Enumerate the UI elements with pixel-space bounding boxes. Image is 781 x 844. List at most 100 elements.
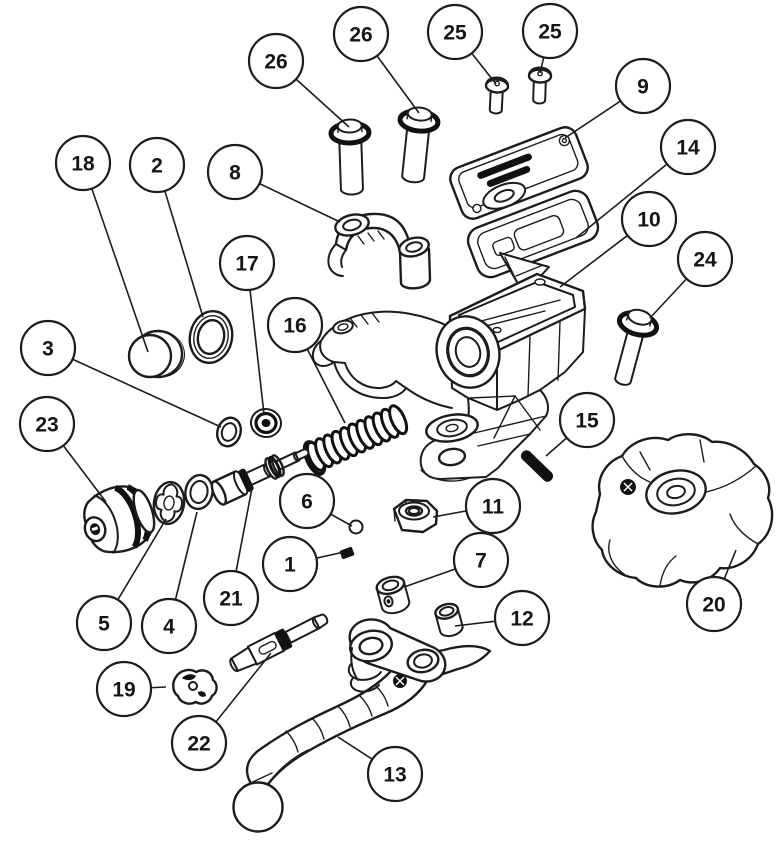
part-26-clamp-bolt: [331, 119, 372, 195]
callout-14: 14: [659, 118, 717, 176]
callout-17: 17: [218, 234, 276, 292]
callout-circle: [614, 57, 672, 115]
callout-number: 18: [71, 153, 95, 176]
callout-25: 25: [426, 3, 484, 61]
callout-circle: [426, 3, 484, 61]
callout-circle: [366, 745, 424, 803]
callout-20: 20: [685, 575, 743, 633]
callout-number: 24: [693, 249, 717, 272]
part-3-washer: [215, 416, 243, 448]
callout-25: 25: [521, 2, 579, 60]
part-22-pushrod: [229, 613, 329, 673]
callout-13: 13: [366, 745, 424, 803]
callout-3: 3: [19, 319, 77, 377]
callout-22: 22: [170, 714, 228, 772]
callout-circle: [54, 134, 112, 192]
callout-layer: 1234567891011121314151617181920212223242…: [18, 2, 743, 803]
part-5-star-washer: [152, 480, 186, 526]
part-12-spacer-sleeve: [434, 602, 464, 638]
callout-number: 16: [283, 315, 306, 338]
callout-5: 5: [75, 594, 133, 652]
callout-circle: [202, 569, 260, 627]
part-4-o-ring: [184, 473, 214, 511]
callout-number: 7: [475, 550, 487, 573]
callout-15: 15: [558, 391, 616, 449]
callout-26: 26: [247, 32, 305, 90]
callout-number: 14: [676, 137, 700, 160]
callout-21: 21: [202, 569, 260, 627]
part-25-cap-screw: [483, 75, 510, 116]
cap-embossed-text-line: [486, 165, 531, 187]
callout-number: 1: [284, 554, 296, 577]
callout-circle: [521, 2, 579, 60]
parts-layer: [83, 65, 774, 833]
callout-2: 2: [128, 136, 186, 194]
part-16-return-spring: [302, 404, 409, 476]
part-21-piston: [210, 448, 310, 506]
leader-line-18: [82, 162, 149, 353]
callout-circle: [266, 296, 324, 354]
callout-23: 23: [18, 395, 76, 453]
cap-embossed-text-line: [477, 153, 532, 179]
callout-19: 19: [95, 660, 153, 718]
callout-circle: [452, 531, 510, 589]
callout-number: 11: [482, 496, 505, 519]
callout-circle: [218, 234, 276, 292]
callout-4: 4: [140, 597, 198, 655]
callout-number: 25: [538, 21, 562, 44]
callout-circle: [206, 143, 264, 201]
callout-circle: [170, 714, 228, 772]
part-8-handlebar-clamp: [327, 212, 432, 290]
part-15-roll-pin: [520, 450, 554, 482]
part-9-reservoir-cap: [449, 126, 589, 220]
part-24-flange-bolt: [614, 308, 660, 386]
callout-9: 9: [614, 57, 672, 115]
callout-number: 3: [42, 338, 54, 361]
callout-18: 18: [54, 134, 112, 192]
callout-number: 12: [510, 608, 533, 631]
leader-line-3: [47, 347, 222, 428]
callout-24: 24: [676, 230, 734, 288]
callout-number: 20: [702, 594, 725, 617]
part-26-clamp-bolt: [394, 106, 440, 185]
callout-number: 26: [264, 51, 287, 74]
callout-6: 6: [278, 472, 336, 530]
callout-10: 10: [620, 190, 678, 248]
callout-circle: [493, 589, 551, 647]
callout-number: 4: [163, 616, 175, 639]
part-1-set-screw: [339, 546, 355, 560]
callout-number: 21: [219, 588, 243, 611]
callout-circle: [75, 594, 133, 652]
callout-number: 10: [637, 209, 660, 232]
callout-number: 15: [575, 410, 599, 433]
callout-circle: [19, 319, 77, 377]
part-10-master-cylinder-body: [311, 272, 587, 482]
callout-number: 5: [98, 613, 110, 636]
part-18-plug: [127, 329, 186, 379]
callout-number: 6: [301, 491, 313, 514]
part-20-pivot-cover: [591, 433, 774, 588]
callout-circle: [676, 230, 734, 288]
callout-number: 17: [235, 253, 258, 276]
callout-circle: [464, 477, 522, 535]
callout-1: 1: [261, 535, 319, 593]
callout-circle: [558, 391, 616, 449]
callout-26: 26: [332, 5, 390, 63]
part-23-rubber-boot: [83, 484, 156, 554]
part-19-adjuster-nut: [172, 668, 218, 705]
callout-circle: [247, 32, 305, 90]
callout-number: 22: [187, 733, 210, 756]
callout-circle: [620, 190, 678, 248]
callout-8: 8: [206, 143, 264, 201]
callout-circle: [659, 118, 717, 176]
part-17-seal-ring: [250, 407, 282, 439]
part-11-hex-nut: [392, 498, 439, 534]
lever-ball-end: [232, 781, 284, 833]
callout-number: 25: [443, 22, 467, 45]
callout-7: 7: [452, 531, 510, 589]
callout-number: 13: [383, 764, 406, 787]
callout-12: 12: [493, 589, 551, 647]
callout-circle: [140, 597, 198, 655]
